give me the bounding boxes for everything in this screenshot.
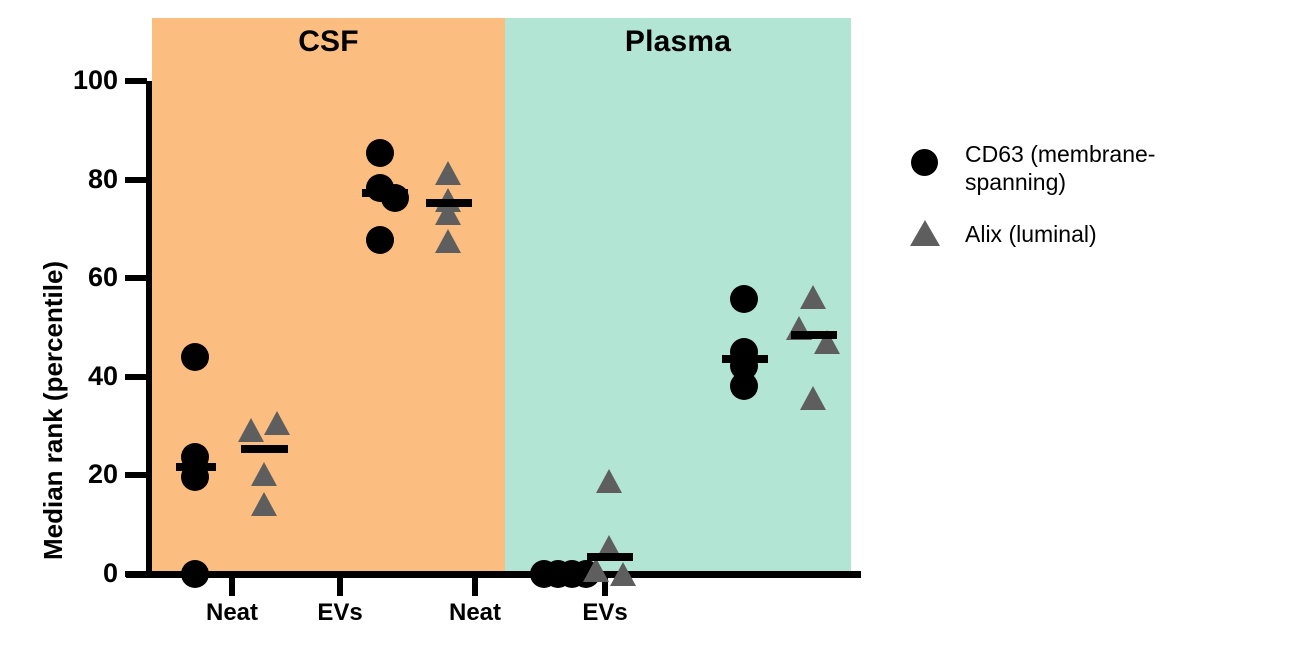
x-tick-label: EVs [582, 599, 628, 626]
median-line [587, 552, 633, 561]
legend-label-cd63: CD63 (membrane- spanning) [965, 141, 1156, 196]
data-point-triangle [238, 417, 264, 442]
x-axis-line [126, 571, 861, 578]
y-tick-label: 40 [87, 360, 118, 391]
data-point-circle [366, 225, 394, 254]
y-tick-label: 80 [87, 163, 118, 194]
data-point-triangle [583, 557, 609, 582]
data-point-triangle [251, 492, 277, 517]
median-line [541, 570, 589, 578]
x-tick-label: Neat [448, 599, 502, 626]
x-tick [472, 576, 478, 596]
y-tick [125, 472, 147, 479]
y-tick-label: 0 [102, 558, 118, 588]
data-point-triangle [800, 284, 826, 309]
median-line [241, 445, 288, 454]
y-tick [125, 373, 147, 380]
data-point-circle [366, 138, 394, 167]
panel-title-csf: CSF [298, 25, 359, 58]
data-point-triangle [435, 160, 461, 185]
x-tick-label: Neat [205, 599, 259, 626]
median-line [362, 189, 408, 198]
y-tick-label: 100 [72, 65, 118, 95]
legend-marker-circle-icon [911, 149, 938, 176]
data-point-circle [381, 184, 409, 213]
median-line [426, 199, 472, 208]
y-tick [125, 571, 147, 577]
data-point-triangle [596, 469, 622, 494]
panel-title-plasma: Plasma [624, 25, 732, 58]
x-tick-label: EVs [317, 599, 363, 626]
data-point-triangle [610, 562, 636, 586]
data-point-circle [730, 285, 758, 314]
y-tick-label: 20 [87, 459, 118, 490]
median-line [722, 355, 768, 364]
chart-legend: CD63 (membrane- spanning) Alix (luminal) [900, 130, 1240, 270]
x-tick [602, 576, 608, 596]
data-point-circle [730, 371, 758, 400]
y-tick [125, 275, 147, 282]
data-point-triangle [264, 411, 290, 436]
y-axis-label: Median rank (percentile) [38, 260, 68, 560]
x-tick [337, 576, 343, 596]
data-point-triangle [435, 228, 461, 253]
panel-background-csf [152, 18, 505, 574]
y-tick-label: 60 [87, 262, 118, 293]
x-tick [229, 576, 235, 596]
median-line [791, 330, 837, 339]
median-line [176, 462, 216, 471]
data-point-triangle [251, 462, 277, 487]
data-point-circle [181, 560, 209, 588]
data-point-triangle [800, 385, 826, 410]
y-tick [125, 176, 147, 183]
y-tick [125, 78, 147, 84]
panel-background-plasma [505, 18, 851, 574]
data-point-circle [181, 343, 209, 372]
legend-label-alix: Alix (luminal) [965, 221, 1097, 247]
legend-marker-triangle-icon [910, 220, 940, 246]
y-axis-line [146, 81, 152, 577]
